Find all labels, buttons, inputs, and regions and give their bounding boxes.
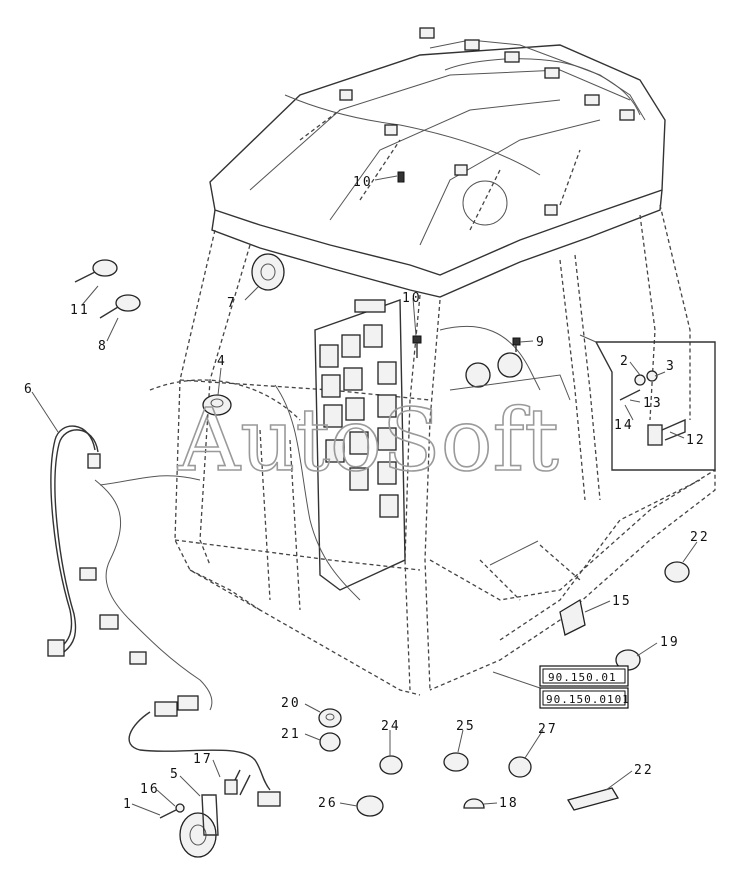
part-18-plug	[463, 798, 485, 809]
callout-27: 27	[538, 722, 558, 737]
callout-8: 8	[98, 339, 108, 354]
callout-17: 17	[193, 752, 213, 767]
part-15-clip	[559, 598, 586, 636]
callout-14: 14	[614, 418, 634, 433]
callout-16: 16	[140, 782, 160, 797]
callout-10-lower: 10	[402, 291, 422, 306]
detail-inset	[579, 334, 716, 471]
part-24-plug	[379, 755, 403, 775]
cab-frame	[149, 204, 716, 696]
callout-23: 22	[690, 530, 710, 545]
dashboard-switches	[439, 325, 571, 401]
leader-lines	[31, 175, 698, 816]
callout-5: 5	[170, 767, 180, 782]
callout-9: 9	[536, 335, 546, 350]
part-4-grommet	[202, 394, 232, 416]
part-11-tie	[74, 259, 118, 283]
callout-12: 12	[686, 433, 706, 448]
callout-24: 24	[381, 719, 401, 734]
part-8-tie	[99, 294, 141, 319]
part-7-grommet	[251, 253, 285, 291]
callout-15: 15	[612, 594, 632, 609]
part-25-plug	[443, 752, 469, 772]
part-26-grommet	[356, 795, 384, 817]
callout-19: 19	[660, 635, 680, 650]
callout-1: 1	[123, 797, 133, 812]
callout-7: 7	[227, 296, 237, 311]
callout-11: 11	[70, 303, 90, 318]
callout-21: 21	[281, 727, 301, 742]
part-23-cap	[664, 561, 690, 583]
callout-4: 4	[217, 354, 227, 369]
part-21-nut	[319, 732, 341, 752]
part-17-harness	[128, 695, 281, 807]
reference-box-2: 90.150.0101	[539, 687, 630, 709]
callout-26: 26	[318, 796, 338, 811]
reference-label-90-150-0101: 90.150.0101	[546, 693, 630, 706]
reference-label-90-150-01: 90.150.01	[548, 671, 617, 684]
part-20-nut	[318, 708, 342, 728]
callout-3: 3	[666, 359, 676, 374]
part-6-harness	[47, 425, 101, 657]
callout-18: 18	[499, 796, 519, 811]
part-10-bolt-upper	[397, 171, 405, 183]
callout-13: 13	[643, 396, 663, 411]
callout-10-upper: 10	[353, 175, 373, 190]
callouts: 10 10 9 11 8 7 4 6 2 3 13 14 12 22 15 19…	[24, 175, 710, 812]
cab-roof	[209, 27, 666, 298]
electrical-panel	[274, 299, 406, 601]
horn-assembly	[159, 794, 219, 858]
part-22-strip	[567, 787, 619, 811]
wiring-harness-main	[79, 475, 213, 711]
callout-25: 25	[456, 719, 476, 734]
part-27-plug	[508, 756, 532, 778]
part-9-screw	[512, 337, 521, 352]
callout-2: 2	[620, 354, 630, 369]
part-10-bolt-lower	[412, 335, 422, 358]
callout-20: 20	[281, 696, 301, 711]
callout-22: 22	[634, 763, 654, 778]
reference-box-1: 90.150.01	[539, 665, 629, 687]
callout-6: 6	[24, 382, 34, 397]
watermark: AutoSoft	[177, 391, 559, 491]
